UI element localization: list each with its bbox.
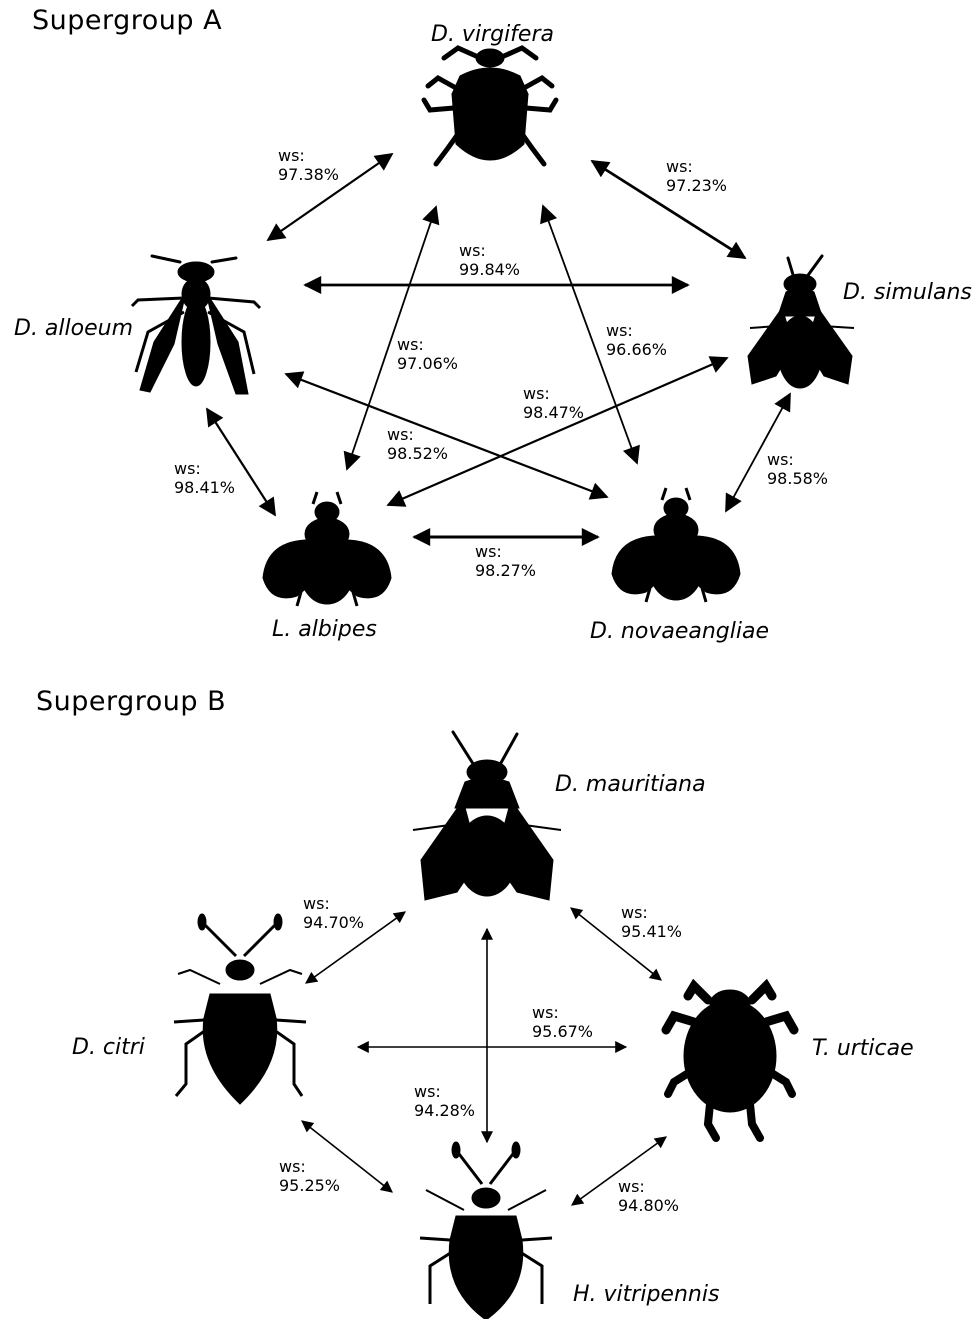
- ws-label: ws: 97.38%: [278, 146, 339, 184]
- psyllid-icon: [174, 914, 306, 1104]
- species-label-virgifera: D. virgifera: [431, 22, 554, 47]
- ws-value: 98.27%: [475, 561, 536, 580]
- species-label-mauritiana: D. mauritiana: [555, 772, 706, 797]
- supergroup-a-title: Supergroup A: [32, 5, 222, 36]
- ws-label: ws: 99.84%: [459, 241, 520, 279]
- ws-label: ws: 97.23%: [666, 157, 727, 195]
- ws-value: 94.70%: [303, 913, 364, 932]
- bee-icon: [612, 488, 740, 602]
- ws-value: 98.58%: [767, 469, 828, 488]
- ws-value: 94.80%: [618, 1196, 679, 1215]
- ws-value: 95.25%: [279, 1176, 340, 1195]
- ws-key: ws:: [397, 335, 458, 354]
- arrows-supergroup-b: [302, 908, 666, 1205]
- ws-value: 98.47%: [523, 403, 584, 422]
- ws-label: ws: 97.06%: [397, 335, 458, 373]
- bee-icon: [263, 492, 391, 606]
- mite-icon: [666, 986, 794, 1138]
- ws-label: ws: 94.28%: [414, 1082, 475, 1120]
- fly-icon: [748, 256, 854, 388]
- ws-label: ws: 95.41%: [621, 903, 682, 941]
- ws-value: 97.06%: [397, 354, 458, 373]
- fly-icon: [413, 732, 561, 900]
- ws-key: ws:: [606, 321, 667, 340]
- ws-value: 98.41%: [174, 478, 235, 497]
- ws-key: ws:: [475, 542, 536, 561]
- ws-value: 98.52%: [387, 444, 448, 463]
- ws-label: ws: 98.27%: [475, 542, 536, 580]
- ws-value: 99.84%: [459, 260, 520, 279]
- supergroup-b-title: Supergroup B: [36, 686, 226, 717]
- leafhopper-icon: [420, 1142, 552, 1319]
- ws-key: ws:: [523, 384, 584, 403]
- ws-key: ws:: [414, 1082, 475, 1101]
- ws-key: ws:: [767, 450, 828, 469]
- species-label-alloeum: D. alloeum: [14, 316, 133, 341]
- ws-label: ws: 96.66%: [606, 321, 667, 359]
- ws-value: 95.41%: [621, 922, 682, 941]
- ws-key: ws:: [459, 241, 520, 260]
- ws-value: 97.38%: [278, 165, 339, 184]
- beetle-icon: [424, 48, 556, 164]
- ws-label: ws: 98.52%: [387, 425, 448, 463]
- ws-label: ws: 98.41%: [174, 459, 235, 497]
- species-label-urticae: T. urticae: [812, 1036, 914, 1061]
- species-label-novaeangliae: D. novaeangliae: [590, 619, 769, 644]
- species-label-simulans: D. simulans: [843, 280, 972, 305]
- species-label-citri: D. citri: [72, 1035, 145, 1060]
- species-label-vitripennis: H. vitripennis: [573, 1282, 719, 1307]
- ws-key: ws:: [278, 146, 339, 165]
- wasp-icon: [132, 256, 260, 394]
- ws-key: ws:: [303, 894, 364, 913]
- ws-key: ws:: [666, 157, 727, 176]
- ws-label: ws: 98.47%: [523, 384, 584, 422]
- ws-label: ws: 95.67%: [532, 1003, 593, 1041]
- ws-value: 95.67%: [532, 1022, 593, 1041]
- ws-label: ws: 94.70%: [303, 894, 364, 932]
- species-label-albipes: L. albipes: [272, 617, 377, 642]
- ws-key: ws:: [532, 1003, 593, 1022]
- ws-key: ws:: [174, 459, 235, 478]
- ws-key: ws:: [279, 1157, 340, 1176]
- ws-value: 94.28%: [414, 1101, 475, 1120]
- ws-key: ws:: [387, 425, 448, 444]
- ws-key: ws:: [618, 1177, 679, 1196]
- ws-key: ws:: [621, 903, 682, 922]
- ws-label: ws: 95.25%: [279, 1157, 340, 1195]
- ws-label: ws: 94.80%: [618, 1177, 679, 1215]
- ws-label: ws: 98.58%: [767, 450, 828, 488]
- ws-value: 97.23%: [666, 176, 727, 195]
- ws-value: 96.66%: [606, 340, 667, 359]
- arrows-supergroup-a: [207, 154, 790, 537]
